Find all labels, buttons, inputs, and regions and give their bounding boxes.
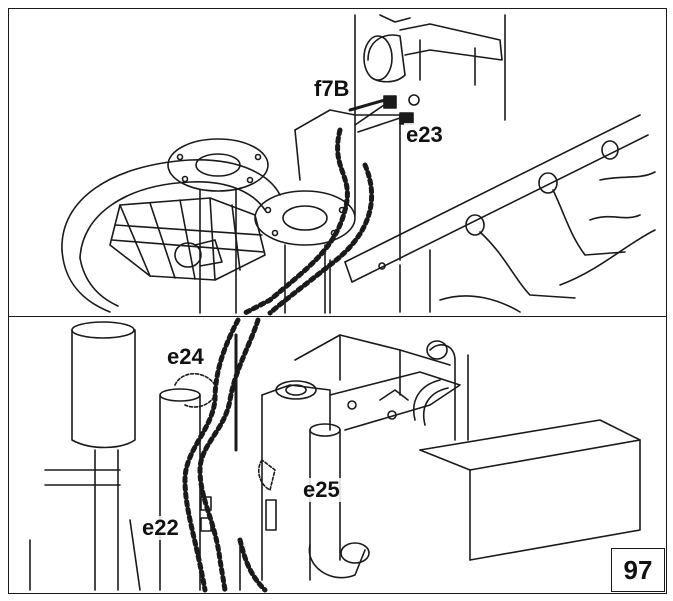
injector-lines [439, 140, 656, 313]
right-tubes [413, 340, 641, 561]
left-flange [167, 138, 269, 314]
callout-e25: e25 [301, 477, 342, 502]
page-number: 97 [611, 548, 665, 592]
figure-frame [8, 8, 667, 594]
callout-e24: e24 [165, 344, 206, 369]
support-post [159, 372, 217, 591]
sensor-cylinder [174, 239, 223, 268]
exhaust-pipe [354, 14, 506, 121]
upper-block [294, 334, 461, 431]
panel-divider [8, 316, 667, 317]
harness-connectors [200, 333, 277, 532]
callout-e22: e22 [140, 515, 181, 540]
wiring-harness-top [242, 127, 374, 316]
callout-e23: e23 [404, 122, 445, 147]
fuel-rail [344, 114, 649, 313]
left-pipe [44, 321, 136, 591]
callout-f7b: f7B [312, 76, 352, 101]
